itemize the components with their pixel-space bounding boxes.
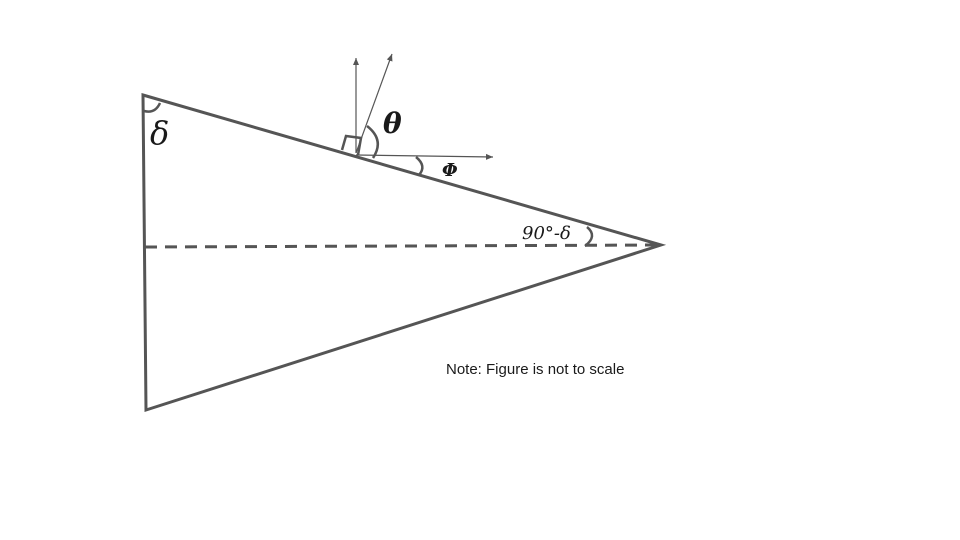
dashed-axis-line (144, 243, 660, 249)
right-angle-marker (340, 134, 363, 156)
complement-angle-arc (584, 226, 594, 247)
oblique-arrow (355, 53, 393, 154)
theta-angle-arc (366, 125, 380, 159)
triangle-outline (141, 92, 667, 413)
delta-label: δ (150, 114, 169, 152)
delta-angle-arc (143, 102, 162, 113)
phi-angle-arc (415, 156, 424, 176)
theta-label: θ (383, 107, 402, 140)
complement-angle-label: 90°-δ (522, 223, 571, 244)
horizontal-arrow (355, 153, 494, 160)
phi-label: Φ (442, 160, 458, 181)
scale-note: Note: Figure is not to scale (446, 361, 624, 378)
